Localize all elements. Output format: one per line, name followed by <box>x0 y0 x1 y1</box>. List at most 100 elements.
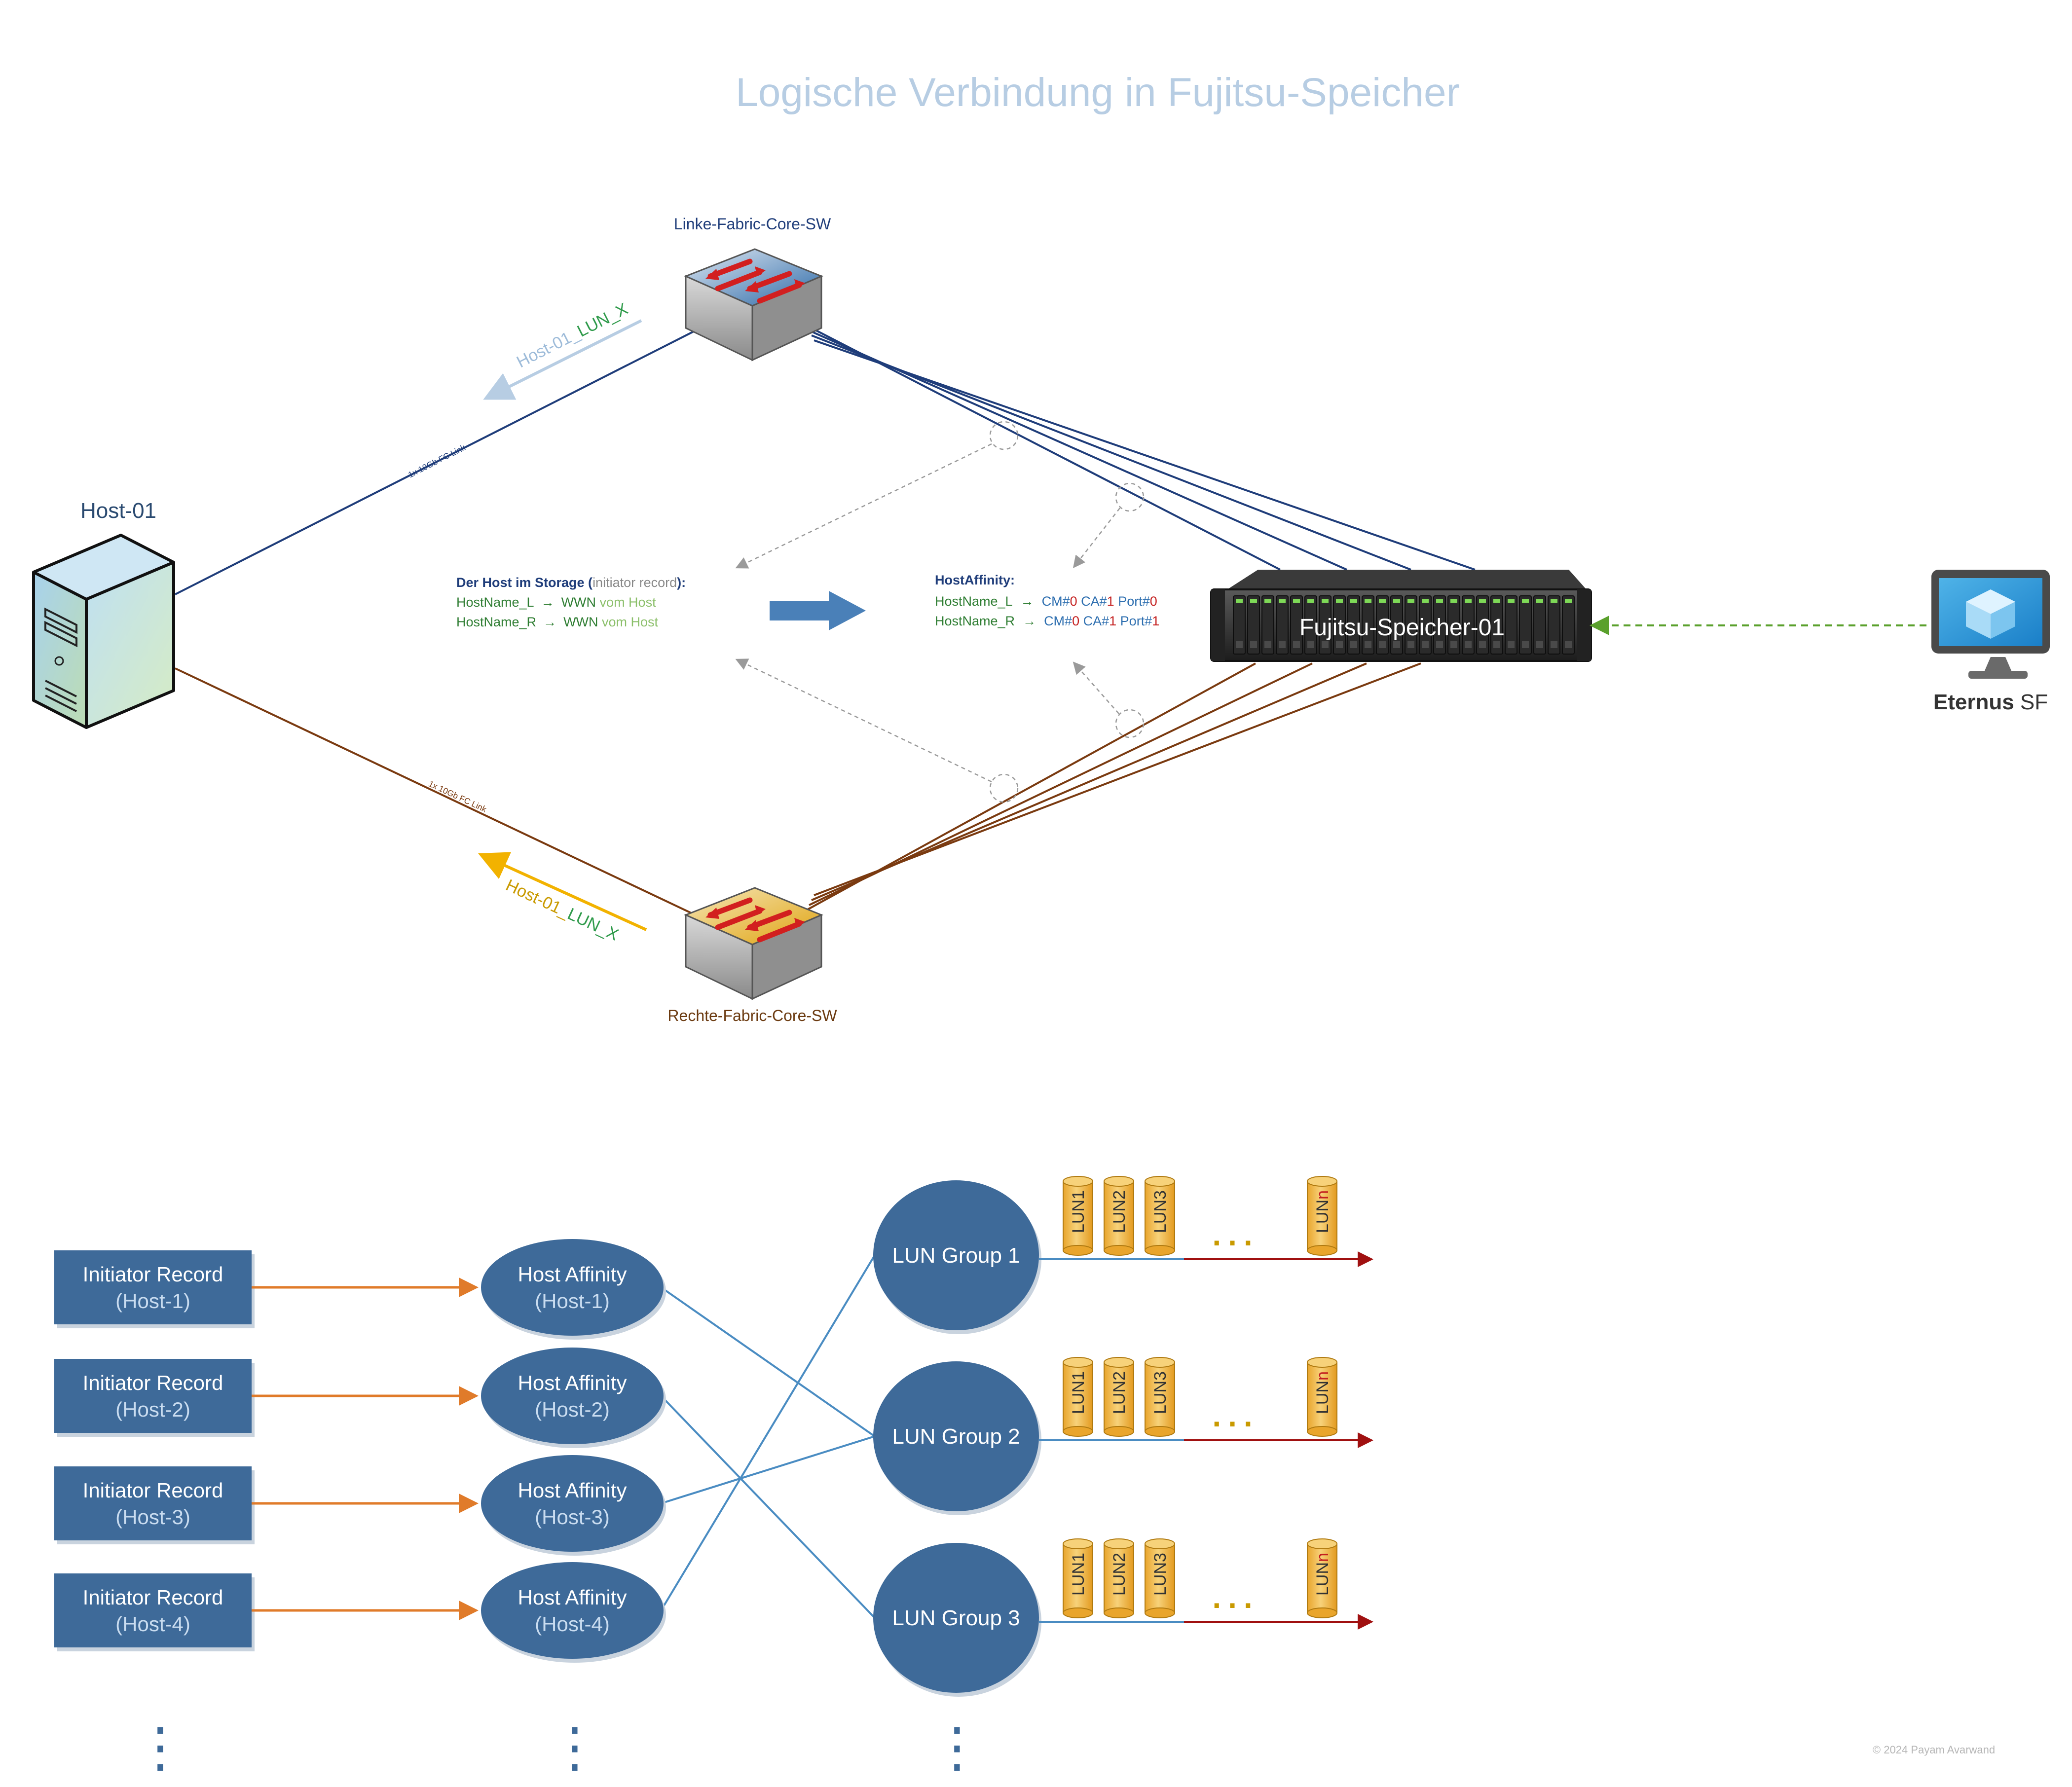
initiator-record-info: Der Host im Storage (initiator record): … <box>456 575 686 629</box>
drive-led <box>1450 599 1457 603</box>
lun-cylinder-bottom <box>1307 1426 1337 1437</box>
lun-cylinder-bottom <box>1063 1607 1093 1618</box>
copyright: © 2024 Payam Avarwand <box>1873 1744 1995 1756</box>
initiator-record-host: (Host-3) <box>115 1505 190 1529</box>
host-affinity-node[interactable]: Host Affinity(Host-3) <box>481 1455 666 1556</box>
lun-cylinder-body <box>1063 1181 1093 1251</box>
drive-bay <box>1476 595 1489 655</box>
lun-cylinder-body <box>1145 1362 1175 1432</box>
lun-cylinder-bottom <box>1307 1245 1337 1256</box>
drive-led <box>1350 599 1357 603</box>
initiator-record-box[interactable]: Initiator Record(Host-1) <box>54 1250 255 1328</box>
lun-cylinder-top <box>1063 1176 1093 1187</box>
server-tower-icon <box>32 534 175 729</box>
drive-bay <box>1233 595 1246 655</box>
lun-cylinder[interactable]: LUN2 <box>1104 1538 1134 1618</box>
drive-handle <box>1322 641 1329 648</box>
lun-label: LUN2 <box>1110 1553 1129 1596</box>
fc-links-right-fabric <box>175 662 1421 918</box>
network-switch-icon <box>684 248 823 362</box>
lun-cylinder[interactable]: LUNn <box>1307 1357 1337 1437</box>
affinity-to-group-link <box>660 1395 876 1619</box>
initiator-record-title: Initiator Record <box>83 1586 223 1609</box>
right-switch-label: Rechte-Fabric-Core-SW <box>667 1007 837 1024</box>
drive-handle <box>1479 641 1486 648</box>
initiator-record-box[interactable]: Initiator Record(Host-4) <box>54 1573 255 1651</box>
page-title: Logische Verbindung in Fujitsu-Speicher <box>736 70 1460 115</box>
lun-cylinder[interactable]: LUN2 <box>1104 1176 1134 1256</box>
host-affinity-node[interactable]: Host Affinity(Host-1) <box>481 1239 666 1340</box>
lun-cylinder[interactable]: LUN1 <box>1063 1357 1093 1437</box>
monitor-cube-icon <box>1931 570 2050 679</box>
lun-group-node[interactable]: LUN Group 1 <box>873 1180 1041 1334</box>
lun-cylinder[interactable]: LUN3 <box>1145 1357 1175 1437</box>
lun-cylinder[interactable]: LUN1 <box>1063 1176 1093 1256</box>
lun-group-node[interactable]: LUN Group 2 <box>873 1361 1041 1515</box>
drive-led <box>1465 599 1472 603</box>
drive-bay <box>1433 595 1446 655</box>
drive-bay <box>1519 595 1532 655</box>
initiator-record-rect <box>54 1250 252 1324</box>
link-marker-circle-3 <box>1115 709 1145 738</box>
pointer-to-affinity-bottom <box>1073 661 1119 714</box>
lun-group-label: LUN Group 1 <box>892 1243 1020 1268</box>
affinity-group-links <box>660 1254 876 1619</box>
drive-led <box>1422 599 1429 603</box>
drive-led <box>1279 599 1286 603</box>
drive-led <box>1264 599 1271 603</box>
initiator-record-box[interactable]: Initiator Record(Host-3) <box>54 1466 255 1544</box>
lun-cylinder-top <box>1145 1538 1175 1549</box>
host-affinity-ellipse <box>481 1239 664 1336</box>
drive-bay <box>1390 595 1403 655</box>
drive-led <box>1436 599 1443 603</box>
lun-group-circle <box>873 1361 1039 1511</box>
drive-handle <box>1279 641 1286 648</box>
lun-cylinder-top <box>1307 1176 1337 1187</box>
lun-cylinder[interactable]: LUN2 <box>1104 1357 1134 1437</box>
left-switch-storage-link-4 <box>814 339 1476 571</box>
lun-cylinder[interactable]: LUN3 <box>1145 1176 1175 1256</box>
drive-handle <box>1350 641 1357 648</box>
drive-handle <box>1465 641 1472 648</box>
drive-handle <box>1565 641 1572 648</box>
drive-handle <box>1250 641 1257 648</box>
initiator-record-rect <box>54 1573 252 1647</box>
drive-bay <box>1490 595 1503 655</box>
host-affinity-node[interactable]: Host Affinity(Host-2) <box>481 1348 666 1448</box>
initiator-record-box[interactable]: Initiator Record(Host-2) <box>54 1359 255 1437</box>
drive-led <box>1307 599 1314 603</box>
drive-handle <box>1336 641 1343 648</box>
lun-cylinder-body <box>1145 1543 1175 1613</box>
drive-led <box>1407 599 1414 603</box>
lun-cylinder-top <box>1307 1357 1337 1368</box>
lun-cylinder[interactable]: LUN1 <box>1063 1538 1093 1618</box>
affinity-to-group-link <box>661 1435 875 1504</box>
drive-led <box>1536 599 1543 603</box>
drive-bay <box>1562 595 1575 655</box>
lun-group-node[interactable]: LUN Group 3 <box>873 1543 1041 1697</box>
pointer-to-initiator-bottom <box>735 658 992 783</box>
lun-cylinder-bottom <box>1145 1607 1175 1618</box>
lun-cylinder-top <box>1063 1538 1093 1549</box>
host-affinity-host: (Host-3) <box>535 1505 610 1529</box>
drive-led <box>1393 599 1400 603</box>
lun-cylinder-bottom <box>1104 1245 1134 1256</box>
continuation-dots: ⋮ <box>133 1717 187 1778</box>
lun-cylinder-top <box>1104 1176 1134 1187</box>
lun-cylinder[interactable]: LUNn <box>1307 1176 1337 1256</box>
host-affinity-node[interactable]: Host Affinity(Host-4) <box>481 1562 666 1663</box>
drive-led <box>1250 599 1257 603</box>
pointer-to-affinity-top <box>1073 508 1120 568</box>
lun-cylinder-body <box>1145 1181 1175 1251</box>
dashed-pointers <box>735 421 1145 803</box>
lun-cylinder[interactable]: LUNn <box>1307 1538 1337 1618</box>
lun-cylinder-body <box>1104 1543 1134 1613</box>
right-switch-storage-link-4 <box>814 662 1421 896</box>
lun-cylinder-top <box>1063 1357 1093 1368</box>
lun-cylinder[interactable]: LUN3 <box>1145 1538 1175 1618</box>
drive-bay <box>1419 595 1432 655</box>
lun-label: LUN1 <box>1069 1371 1088 1414</box>
lun-label: LUN2 <box>1110 1190 1129 1233</box>
initiator-record-host: (Host-2) <box>115 1398 190 1421</box>
